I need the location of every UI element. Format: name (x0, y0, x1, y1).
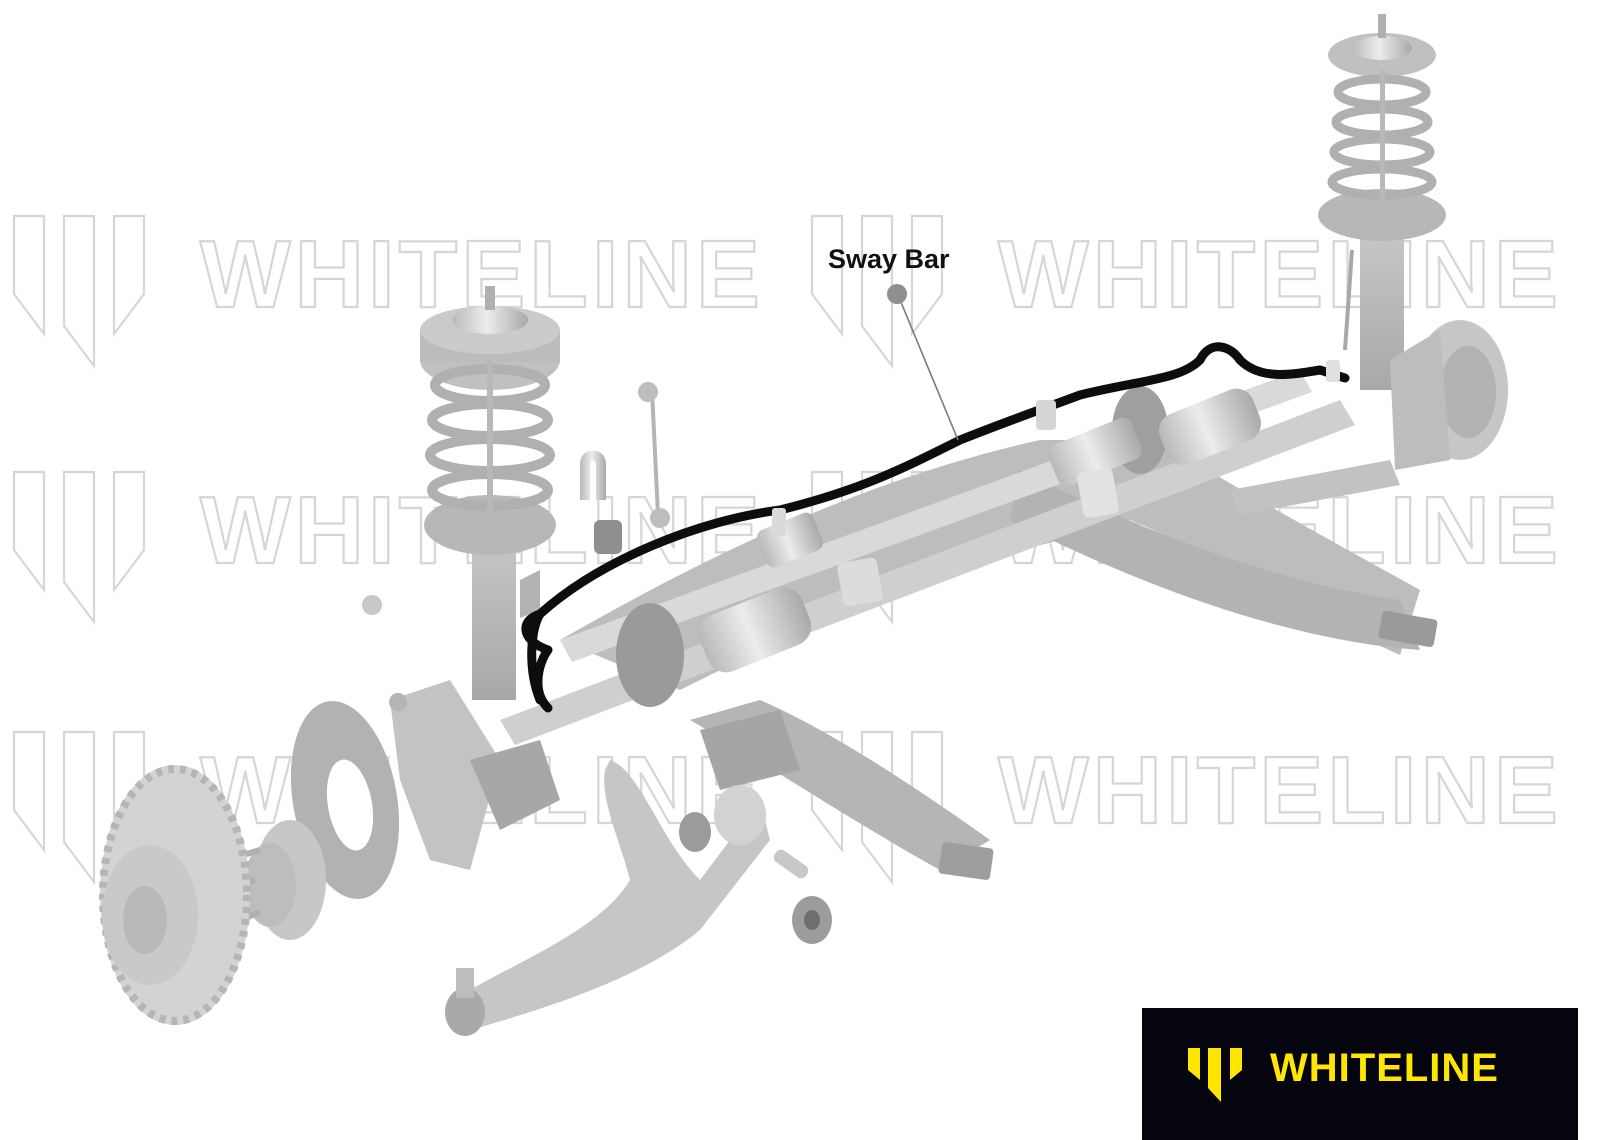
steering-knuckle (389, 680, 560, 870)
watermark-logo-icon (12, 214, 146, 370)
sway-bar-bushing (594, 520, 622, 554)
steering-rack (500, 370, 1355, 745)
sway-bar-callout-leader (887, 284, 959, 441)
brand-badge: WHITELINE (1142, 1008, 1578, 1140)
whiteline-logo-icon (1188, 1048, 1242, 1102)
sway-bar (521, 342, 1350, 713)
watermark-text: WHITELINE (998, 221, 1562, 328)
brake-rotor (99, 765, 251, 1025)
coil-spring-strut-right (1318, 14, 1508, 470)
watermark-text: WHITELINE (998, 737, 1562, 844)
coil-spring-strut-left (420, 286, 560, 700)
sway-bar-end-link (638, 382, 670, 528)
flange-nut (362, 595, 382, 615)
sway-bar-callout-label: Sway Bar (828, 244, 950, 274)
wheel-hub (213, 820, 326, 940)
watermark-logo-icon (12, 470, 146, 626)
sway-bar-bushing-bracket (580, 450, 606, 500)
watermark-logo-icon (810, 214, 944, 370)
lower-control-arm (445, 760, 832, 1036)
brand-name: WHITELINE (1270, 1046, 1499, 1090)
